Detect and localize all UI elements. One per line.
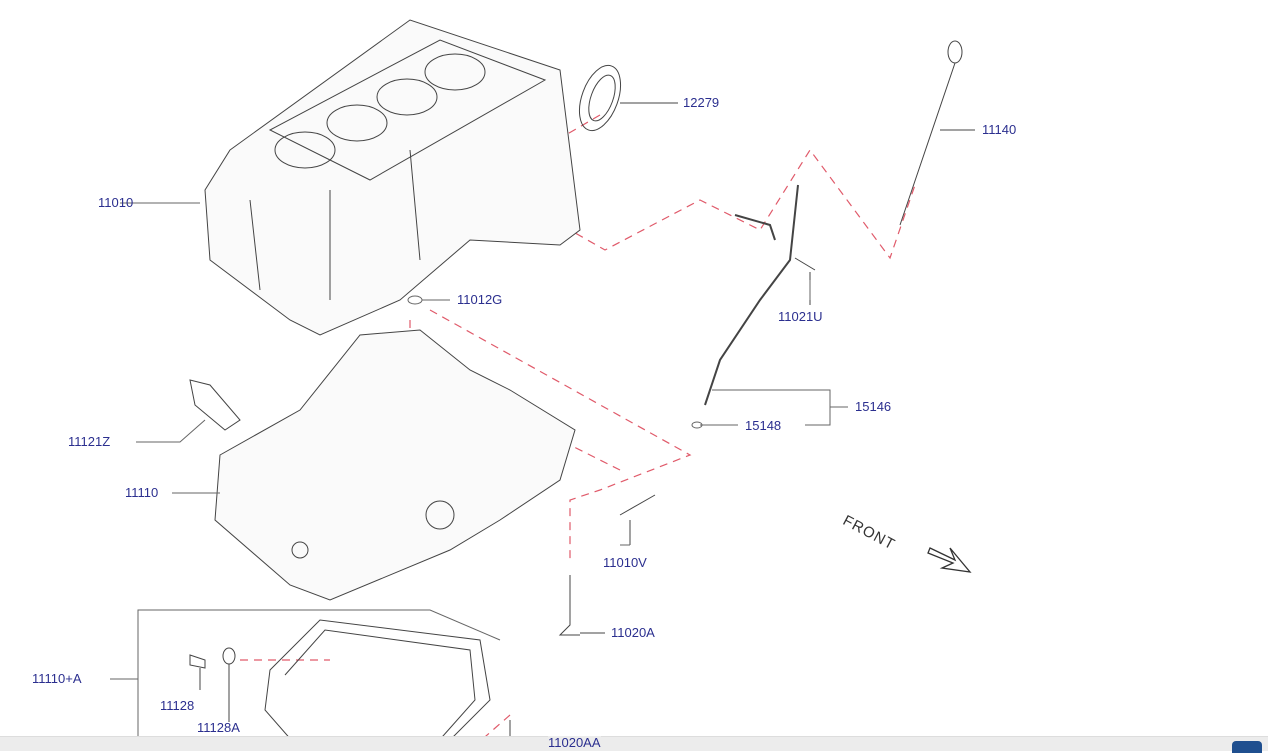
callout-box xyxy=(110,609,501,750)
bottom-toolbar xyxy=(0,736,1268,751)
lower-crankcase xyxy=(189,329,576,601)
part-label-12279[interactable]: 12279 xyxy=(683,95,720,110)
part-label-11140[interactable]: 11140 xyxy=(982,122,1017,137)
dipstick-tube xyxy=(704,184,799,406)
part-label-11110[interactable]: 11110 xyxy=(125,485,159,500)
engine-block xyxy=(204,19,581,336)
part-label-15148[interactable]: 15148 xyxy=(745,418,782,433)
part-label-15146[interactable]: 15146 xyxy=(855,399,892,414)
part-label-11128a[interactable]: 11128A xyxy=(197,720,240,735)
leader-lines xyxy=(120,202,848,546)
part-label-11128[interactable]: 11128 xyxy=(160,698,195,713)
part-label-11121z[interactable]: 11121Z xyxy=(68,434,111,449)
part-label-11110-a[interactable]: 11110+A xyxy=(32,671,82,686)
part-label-11010v[interactable]: 11010V xyxy=(603,555,647,570)
part-label-11012g[interactable]: 11012G xyxy=(457,292,503,307)
part-label-11021u[interactable]: 11021U xyxy=(778,309,823,324)
front-arrow-icon xyxy=(927,547,972,573)
oil-pan xyxy=(264,619,491,750)
corner-button[interactable] xyxy=(1232,741,1262,753)
part-label-11010[interactable]: 11010 xyxy=(98,195,134,210)
rear-oil-seal xyxy=(578,64,678,132)
part-label-11020aa[interactable]: 11020AA xyxy=(548,735,601,750)
dipstick xyxy=(899,40,975,226)
part-label-11020a[interactable]: 11020A xyxy=(611,625,655,640)
